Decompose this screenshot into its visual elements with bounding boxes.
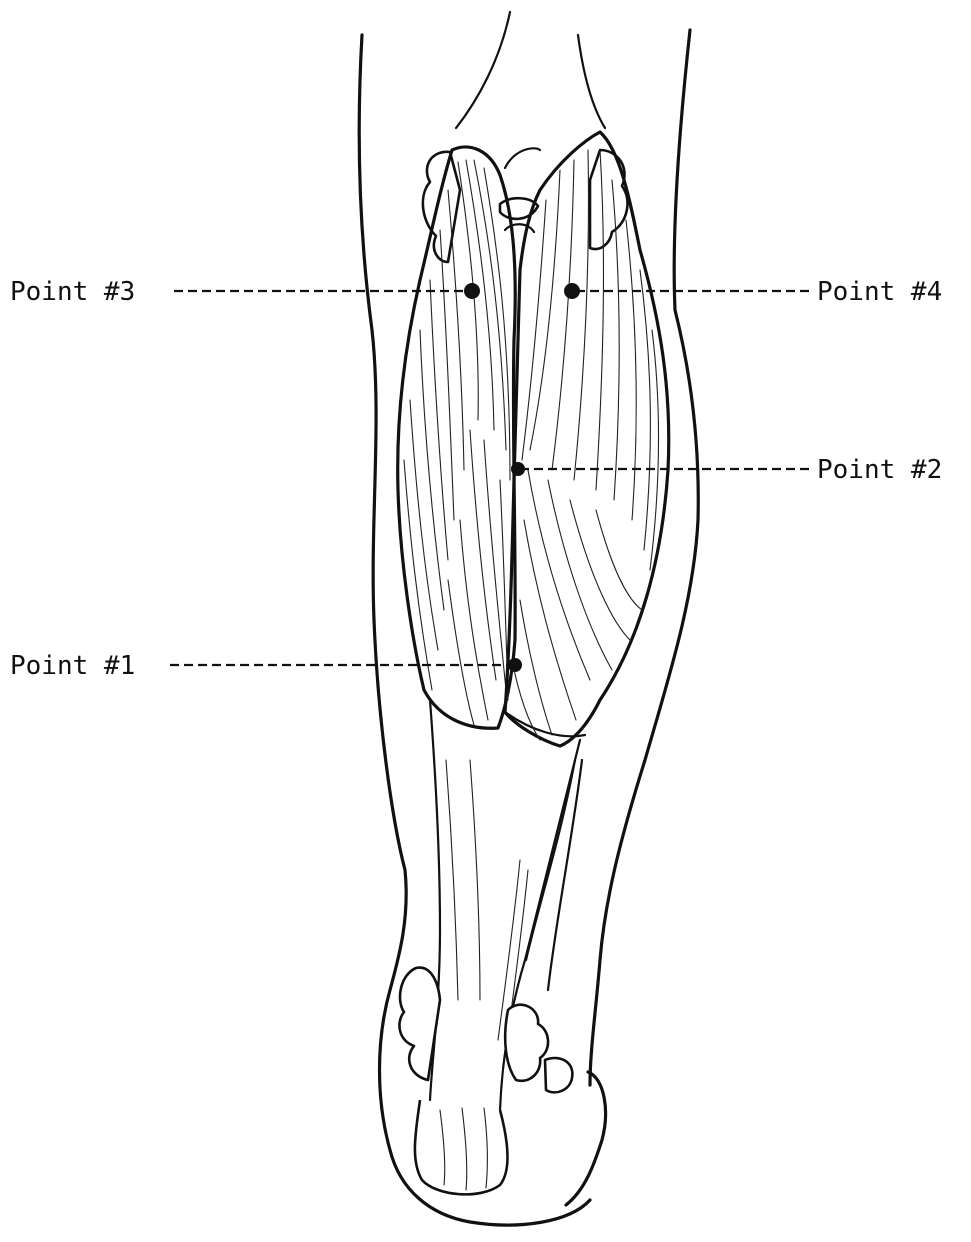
tibia-head-lower [505, 224, 534, 232]
heel-contour [566, 1072, 606, 1205]
patella-arc [505, 148, 540, 168]
point-2-marker [511, 462, 525, 476]
gastrocnemius-medial-head [505, 132, 669, 746]
leader-lines [170, 291, 814, 665]
label-point-4: Point #4 [817, 277, 942, 307]
lateral-head-fibers [404, 160, 510, 725]
femur-right-edge [578, 35, 605, 128]
medial-condyle [590, 150, 627, 249]
label-point-1: Point #1 [10, 651, 135, 681]
calcaneus [415, 1100, 508, 1194]
gastrocnemius-lateral-head [398, 147, 516, 728]
label-point-3: Point #3 [10, 277, 135, 307]
label-point-2: Point #2 [817, 455, 942, 485]
medial-malleolus [505, 1005, 548, 1081]
point-labels: Point #3 Point #4 Point #2 Point #1 [10, 277, 942, 681]
ankle-bones [399, 968, 572, 1195]
talus [545, 1058, 572, 1092]
femur-left-edge [456, 12, 510, 128]
lateral-malleolus [399, 968, 440, 1080]
plantaris-line-b [548, 760, 582, 990]
point-1-marker [508, 658, 522, 672]
point-4-marker [564, 283, 580, 299]
point-3-marker [464, 283, 480, 299]
